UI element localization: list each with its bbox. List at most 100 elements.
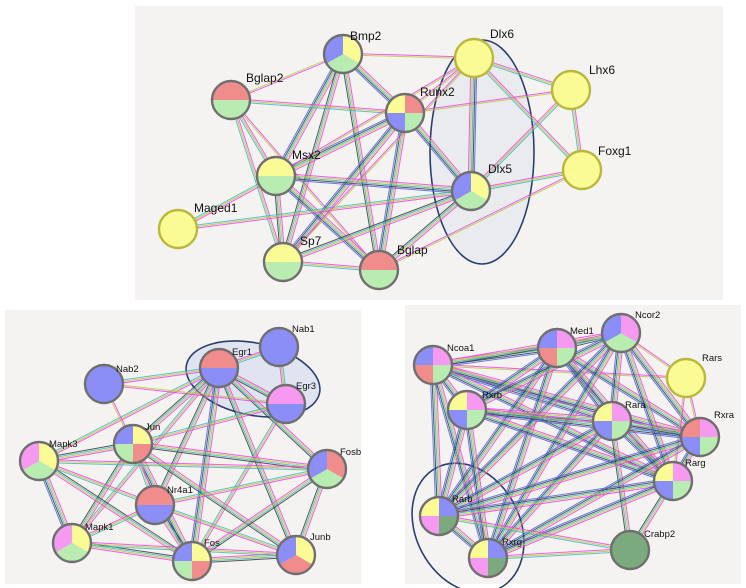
node-rxra[interactable]: Rxra: [679, 410, 735, 458]
edge-Med1-Rxra: [556, 347, 701, 438]
node-slice: [612, 402, 631, 421]
node-fosb[interactable]: Fosb: [306, 447, 361, 490]
edge-Rarg-Rarb: [439, 483, 674, 520]
node-bglap2[interactable]: Bglap2: [210, 71, 284, 121]
node-nab2[interactable]: Nab2: [83, 363, 139, 405]
node-msx2[interactable]: Msx2: [255, 148, 321, 197]
node-label-runx2: Runx2: [420, 85, 455, 99]
node-bmp2[interactable]: Bmp2: [322, 29, 382, 75]
node-slice: [488, 539, 507, 558]
node-border: [83, 363, 125, 405]
edge-Dlx5-Bglap: [379, 191, 472, 271]
edge-Rarg-Rxrg: [487, 480, 674, 559]
edge-Ncoa1-Rxra: [432, 364, 701, 438]
edge-Mapk3-Nr4a1: [38, 461, 155, 507]
node-slice: [673, 462, 692, 481]
node-dlx5[interactable]: Dlx5: [450, 162, 512, 212]
edge-Bmp2-Dlx6: [343, 52, 475, 58]
edge-Ncor2-Rarb: [437, 331, 621, 516]
node-foxg1[interactable]: Foxg1: [561, 144, 632, 191]
edge-Rxrb-Rxrg: [466, 409, 489, 559]
node-border: [446, 389, 488, 431]
edge-Egr1-Mapk3: [38, 366, 219, 461]
edge-Med1-Rxrg: [488, 348, 559, 559]
edge-Bmp2-Sp7: [283, 54, 345, 263]
edge-Runx2-Lhx6: [405, 90, 572, 115]
node-mapk3[interactable]: Mapk3: [18, 439, 78, 482]
edge-Ncoa1-Rarb: [432, 364, 440, 517]
node-label-nab1: Nab1: [292, 324, 315, 335]
edge-Msx2-Dlx5: [275, 178, 471, 195]
node-rarg[interactable]: Rarg: [652, 458, 706, 502]
edge-Rarg-Rxrg: [488, 483, 675, 562]
node-nr4a1[interactable]: Nr4a1: [134, 484, 193, 526]
node-border: [550, 69, 592, 111]
edge-Ncoa1-Rarg: [431, 367, 672, 485]
node-slice: [386, 94, 405, 113]
edge-Rxra-Rxrg: [487, 436, 701, 559]
edge-Dlx5-Dlx6: [469, 57, 474, 191]
node-label-egr1: Egr1: [232, 347, 252, 358]
node-label-rars: Rars: [702, 353, 722, 364]
node-lhx6[interactable]: Lhx6: [550, 63, 615, 111]
edge-Ncor2-Rarb: [440, 334, 624, 519]
edge-Dlx5-Maged1: [177, 189, 471, 229]
edge-Dlx5-Sp7: [282, 189, 471, 262]
node-crabp2[interactable]: Crabp2: [609, 529, 675, 571]
node-rarb[interactable]: Rarb: [418, 494, 473, 537]
node-slice: [192, 561, 211, 580]
node-slice: [267, 404, 305, 423]
edge-Dlx5-Sp7: [283, 191, 472, 264]
node-label-dlx6: Dlx6: [490, 27, 514, 41]
node-rxrg[interactable]: Rxrg: [467, 537, 522, 579]
edge-Rarb-Crabp2: [438, 515, 631, 551]
node-sp7[interactable]: Sp7: [262, 234, 322, 283]
node-mapk1[interactable]: Mapk1: [51, 522, 114, 564]
node-nab1[interactable]: Nab1: [258, 324, 315, 368]
edge-Ncor2-Rarb: [439, 333, 623, 518]
node-egr1[interactable]: Egr1: [198, 347, 252, 389]
node-fill: [260, 328, 298, 366]
node-bglap[interactable]: Bglap: [358, 243, 428, 291]
edge-Bglap2-Runx2: [230, 100, 405, 115]
node-slice: [557, 348, 576, 367]
node-junb[interactable]: Junb: [275, 532, 331, 576]
edge-Med1-Rxrg: [487, 347, 558, 559]
edge-Dlx5-Bglap: [380, 192, 473, 273]
edge-Msx2-Bglap: [274, 176, 379, 272]
edge-Egr3-Fos: [191, 403, 287, 562]
node-dlx6[interactable]: Dlx6: [453, 27, 514, 79]
node-slice: [133, 444, 152, 463]
node-border: [275, 534, 317, 576]
node-med1[interactable]: Med1: [536, 326, 594, 369]
node-rars[interactable]: Rars: [665, 353, 722, 399]
node-label-med1: Med1: [570, 326, 594, 337]
edge-Rxrb-Rxra: [466, 410, 700, 439]
node-slice: [433, 346, 452, 365]
edge-Fosb-Nr4a1: [154, 467, 327, 505]
edge-Ncor2-Rxra: [620, 332, 701, 438]
edge-Msx2-Bglap: [275, 175, 380, 271]
edge-Ncor2-Rxra: [621, 331, 702, 437]
node-jun[interactable]: Jun: [112, 422, 160, 465]
edge-Bglap2-Runx2: [230, 99, 406, 114]
node-rxrb[interactable]: Rxrb: [446, 389, 502, 431]
edge-Runx2-Msx2: [276, 113, 406, 178]
node-fill: [611, 531, 649, 569]
node-rara[interactable]: Rara: [591, 400, 646, 442]
node-egr3[interactable]: Egr3: [265, 381, 316, 425]
node-border: [591, 400, 633, 442]
node-runx2[interactable]: Runx2: [384, 85, 455, 134]
node-fos[interactable]: Fos: [171, 538, 220, 582]
node-maged1[interactable]: Maged1: [157, 201, 238, 250]
node-ncor2[interactable]: Ncor2: [600, 310, 660, 354]
edge-Rara-Rxrg: [485, 418, 611, 557]
edge-Rara-Rarb: [437, 417, 611, 514]
node-ncoa1[interactable]: Ncoa1: [412, 343, 474, 386]
edge-Rxrb-Rxrg: [465, 410, 488, 559]
edge-Egr3-Fos: [190, 402, 286, 561]
node-label-maged1: Maged1: [194, 201, 238, 215]
node-label-rxra: Rxra: [714, 410, 735, 421]
edge-Bmp2-Msx2: [274, 53, 343, 176]
edge-Egr1-Fos: [194, 368, 223, 562]
